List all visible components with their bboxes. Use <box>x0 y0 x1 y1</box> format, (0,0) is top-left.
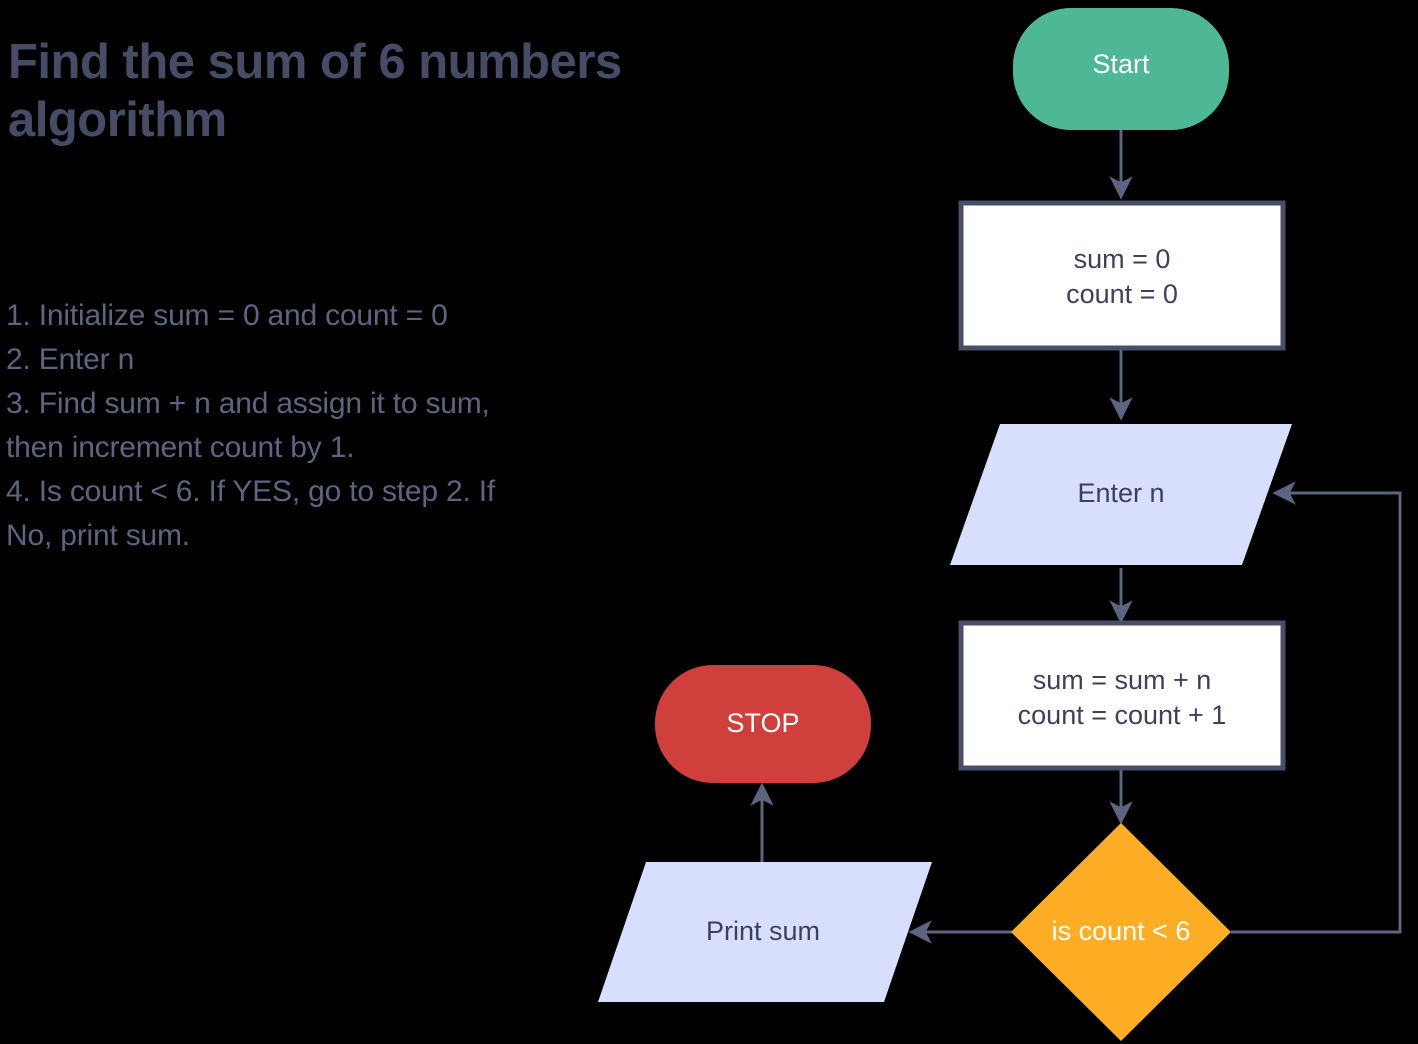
node-output-print-sum[interactable]: Print sum <box>598 862 932 1002</box>
algorithm-step-line: 1. Initialize sum = 0 and count = 0 <box>6 299 448 332</box>
output-print-sum-shape[interactable] <box>598 862 932 1002</box>
decision-shape[interactable] <box>1011 823 1231 1041</box>
node-input-enter-n[interactable]: Enter n <box>950 424 1292 565</box>
accumulate-process-line-2: count = count + 1 <box>1018 700 1227 730</box>
stop-label: STOP <box>726 708 799 738</box>
init-process-line-2: count = 0 <box>1066 279 1178 309</box>
start-shape[interactable] <box>1013 8 1229 130</box>
edge-decision-yes-loop-to-input <box>1231 481 1402 934</box>
edge-layer <box>750 130 1402 944</box>
node-start[interactable]: Start <box>1013 8 1229 130</box>
accumulate-process-line-1: sum = sum + n <box>1033 665 1212 695</box>
output-print-sum-label: Print sum <box>706 916 820 946</box>
algorithm-steps: 1. Initialize sum = 0 and count = 0 2. E… <box>6 294 666 559</box>
node-decision-count-check[interactable]: is count < 6 <box>1011 823 1231 1041</box>
page-title: Find the sum of 6 numbers algorithm <box>8 34 798 150</box>
init-process-line-1: sum = 0 <box>1074 244 1171 274</box>
algorithm-step-line: 2. Enter n <box>6 343 135 377</box>
node-accumulate-process[interactable]: sum = sum + n count = count + 1 <box>958 620 1286 771</box>
decision-label: is count < 6 <box>1052 916 1191 946</box>
page-title-line-1: Find the sum of 6 numbers <box>8 35 622 89</box>
node-init-process[interactable]: sum = 0 count = 0 <box>958 200 1286 351</box>
algorithm-step-line: then increment count by 1. <box>6 431 355 465</box>
page-title-line-2: algorithm <box>8 92 227 147</box>
algorithm-step-line: No, print sum. <box>6 519 190 553</box>
start-label: Start <box>1092 49 1150 79</box>
input-enter-n-shape[interactable] <box>950 424 1292 565</box>
input-enter-n-label: Enter n <box>1077 478 1164 508</box>
node-stop[interactable]: STOP <box>655 665 871 783</box>
init-process-shape[interactable] <box>958 200 1286 351</box>
algorithm-step-line: 4. Is count < 6. If YES, go to step 2. I… <box>6 475 496 509</box>
accumulate-process-shape[interactable] <box>958 620 1286 771</box>
stop-shape[interactable] <box>655 665 871 783</box>
algorithm-step-line: 3. Find sum + n and assign it to sum, <box>6 387 490 421</box>
